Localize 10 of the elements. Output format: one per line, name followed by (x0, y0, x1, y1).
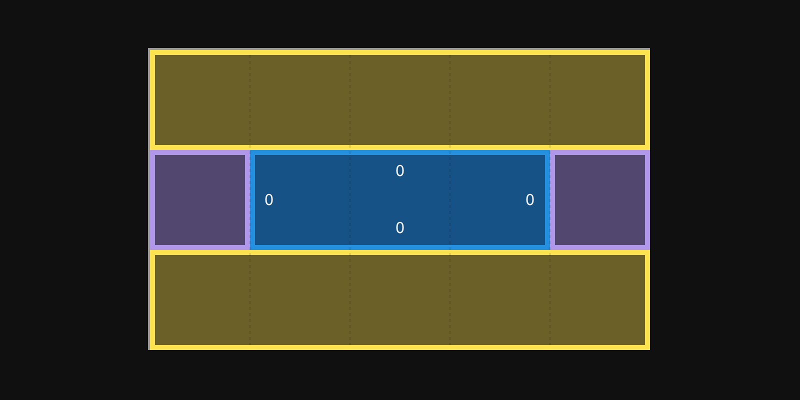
value-label: 0 (264, 191, 274, 209)
center-panel (250, 150, 550, 250)
value-label: 0 (525, 191, 535, 209)
bottom-band (150, 250, 650, 350)
side-panel (150, 150, 250, 250)
value-label: 0 (395, 162, 405, 180)
side-panel (550, 150, 650, 250)
outer-frame (148, 48, 650, 350)
top-band (150, 50, 650, 150)
value-label: 0 (395, 219, 405, 237)
